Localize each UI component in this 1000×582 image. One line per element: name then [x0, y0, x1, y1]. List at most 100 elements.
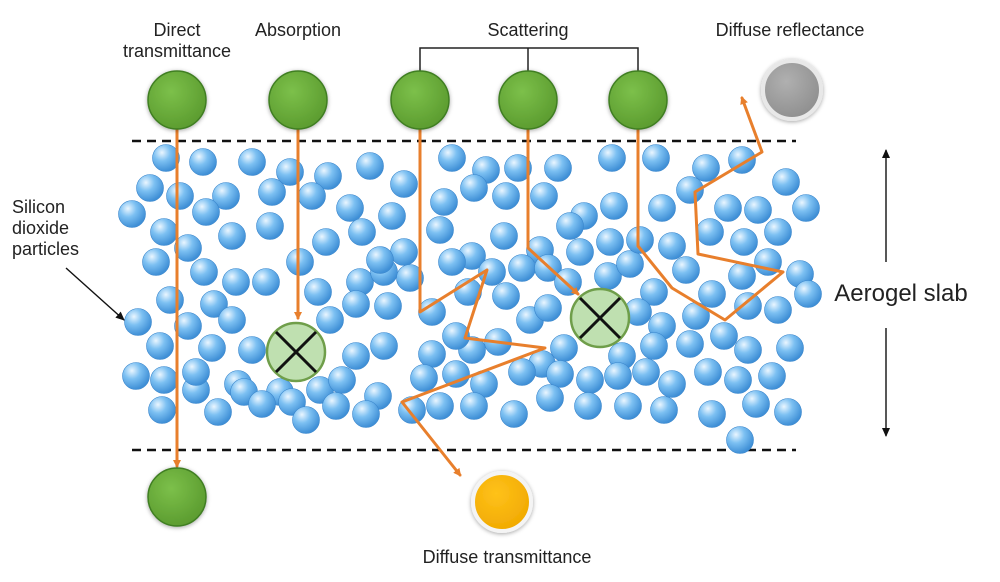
- silicon-particle: [744, 196, 772, 224]
- label-silicon-line2: dioxide: [12, 218, 70, 238]
- silicon-particle: [574, 392, 602, 420]
- silicon-particle: [696, 218, 724, 246]
- silicon-particle: [370, 332, 398, 360]
- silicon-particle: [304, 278, 332, 306]
- silicon-particle: [418, 340, 446, 368]
- silicon-particle: [554, 268, 582, 296]
- silicon-particle: [426, 392, 454, 420]
- silicon-particle: [152, 144, 180, 172]
- silicon-particle: [204, 398, 232, 426]
- silicon-particle: [438, 144, 466, 172]
- photon-diffuse-reflected: [761, 59, 823, 121]
- silicon-particle: [658, 232, 686, 260]
- silicon-particle: [218, 306, 246, 334]
- silicon-particle: [714, 194, 742, 222]
- silicon-particle: [730, 228, 758, 256]
- silicon-particle: [256, 212, 284, 240]
- silicon-particle: [174, 312, 202, 340]
- silicon-particle: [490, 222, 518, 250]
- silicon-particle: [322, 392, 350, 420]
- label-direct-transmittance: Direct transmittance: [92, 20, 262, 62]
- silicon-particle: [544, 154, 572, 182]
- silicon-particle: [726, 426, 754, 454]
- silicon-particle: [390, 170, 418, 198]
- photon-absorption: [268, 70, 328, 130]
- silicon-particle: [150, 218, 178, 246]
- silicon-particle: [174, 234, 202, 262]
- silicon-particle: [508, 358, 536, 386]
- silicon-particle: [566, 238, 594, 266]
- ray-scattering-3: [636, 96, 785, 322]
- silicon-particle: [124, 308, 152, 336]
- silicon-particle: [614, 392, 642, 420]
- silicon-particle: [504, 154, 532, 182]
- silicon-particle: [189, 148, 217, 176]
- label-silicon-line3: particles: [12, 239, 80, 259]
- silicon-particle: [794, 280, 822, 308]
- silicon-particle: [374, 292, 402, 320]
- silicon-particle: [352, 400, 380, 428]
- silicon-particle: [136, 174, 164, 202]
- silicon-particle: [632, 358, 660, 386]
- silicon-particle: [200, 290, 228, 318]
- photon-scattering-2: [498, 70, 558, 130]
- silicon-particle: [648, 194, 676, 222]
- silicon-particle: [342, 342, 370, 370]
- silicon-particle: [626, 226, 654, 254]
- silicon-particle: [146, 332, 174, 360]
- silicon-particle: [734, 292, 762, 320]
- silicon-particle: [156, 286, 184, 314]
- silicon-particle: [438, 248, 466, 276]
- silicon-particle: [492, 282, 520, 310]
- silicon-particle: [286, 248, 314, 276]
- silicon-particle: [724, 366, 752, 394]
- silicon-particle: [642, 144, 670, 172]
- silicon-particle: [426, 216, 454, 244]
- absorber-left: [265, 321, 327, 383]
- silicon-particle: [692, 154, 720, 182]
- label-direct-line2: transmittance: [122, 41, 232, 61]
- silicon-particle: [390, 238, 418, 266]
- silicon-particle: [672, 256, 700, 284]
- label-silicon-line1: Silicon: [12, 197, 66, 217]
- silicon-particle: [500, 400, 528, 428]
- silicon-particle: [348, 218, 376, 246]
- silicon-particle: [694, 358, 722, 386]
- silicon-particle: [546, 360, 574, 388]
- silicon-particle: [396, 264, 424, 292]
- silicon-particle: [314, 162, 342, 190]
- silicon-particle: [792, 194, 820, 222]
- label-diffuse-reflectance: Diffuse reflectance: [715, 20, 865, 40]
- silicon-particle: [460, 174, 488, 202]
- silicon-particle: [410, 364, 438, 392]
- silicon-particle: [238, 148, 266, 176]
- silicon-particle: [292, 406, 320, 434]
- silicon-particle: [150, 366, 178, 394]
- silicon-particle: [676, 330, 704, 358]
- silicon-particle: [398, 396, 426, 424]
- silicon-particle: [676, 176, 704, 204]
- silicon-particle: [764, 296, 792, 324]
- silicon-particle: [598, 144, 626, 172]
- label-diffuse-transmittance: Diffuse transmittance: [422, 547, 592, 567]
- silicon-particle: [576, 366, 604, 394]
- silicon-particle: [772, 168, 800, 196]
- silicon-particle: [556, 212, 584, 240]
- silicon-particle: [640, 278, 668, 306]
- silicon-particle: [328, 366, 356, 394]
- silicon-particle: [342, 290, 370, 318]
- silicon-particle: [378, 202, 406, 230]
- silicon-particle: [698, 280, 726, 308]
- absorber-right: [569, 287, 631, 349]
- silicon-particle: [258, 178, 286, 206]
- silicon-particle: [252, 268, 280, 296]
- silicon-particle: [776, 334, 804, 362]
- silicon-particle: [640, 332, 668, 360]
- photon-scattering-1: [390, 70, 450, 130]
- label-aerogel-slab: Aerogel slab: [834, 280, 968, 307]
- silicon-particle: [182, 358, 210, 386]
- silicon-particle: [430, 188, 458, 216]
- silicon-particle: [442, 322, 470, 350]
- silicon-particle: [536, 384, 564, 412]
